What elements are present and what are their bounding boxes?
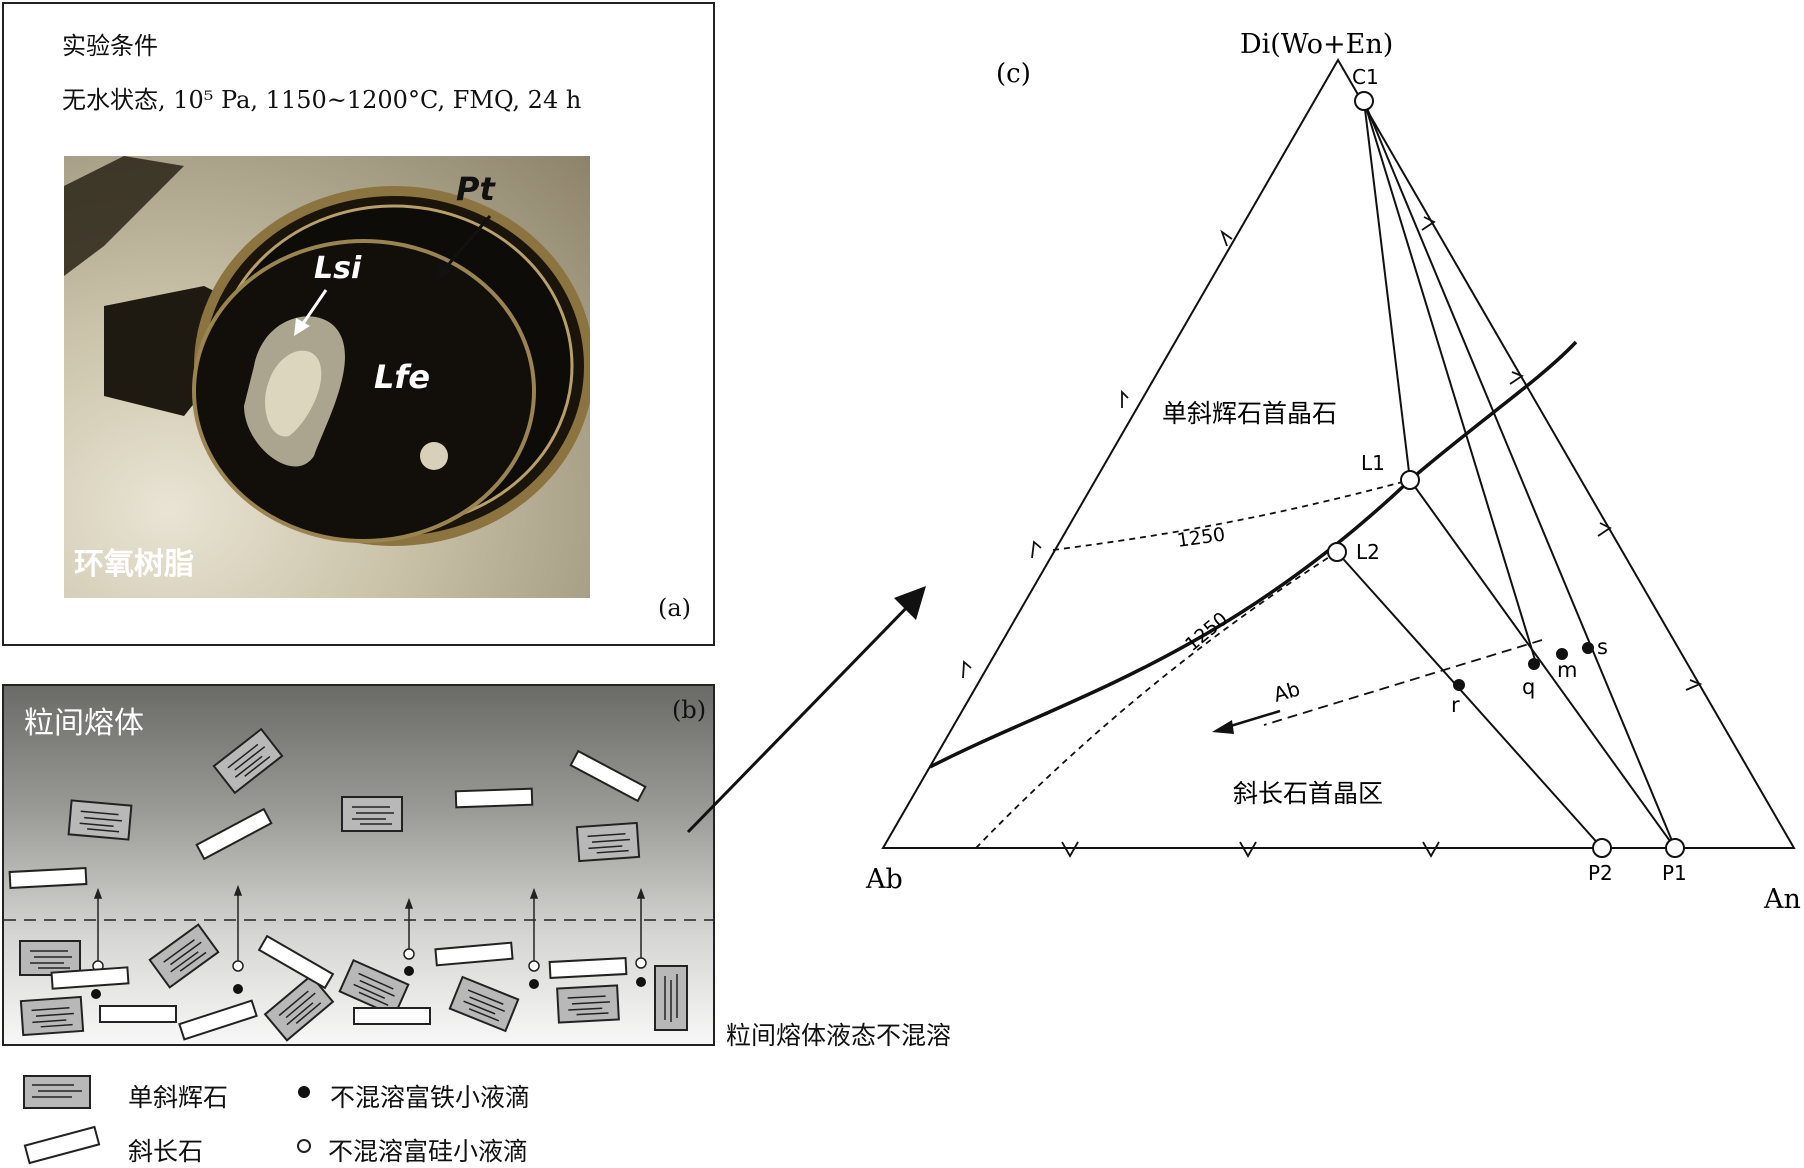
sample-photo: Pt Lsi Lfe 环氧树脂 [64,156,590,598]
point-l2 [1327,542,1347,562]
plagioclase-crystal [178,999,258,1041]
clinopyroxene-crystal [19,940,81,976]
r-label: r [1451,693,1460,717]
legend: 单斜辉石 斜长石 不混溶富铁小液滴 不混溶富硅小液滴 [0,1058,720,1168]
point-l1 [1400,470,1420,490]
panel-a-label: (a) [658,594,692,622]
point-s [1582,642,1594,654]
composition-line [1263,639,1543,726]
clinopyroxene-crystal [19,995,85,1037]
plagioclase-crystal [454,787,534,809]
c1-label: C1 [1352,65,1379,89]
m-label: m [1557,658,1577,682]
apex-top-label: Di(Wo+En) [1240,29,1393,60]
link-arrow [686,586,926,834]
resin-label: 环氧树脂 [74,547,194,582]
lfe-label: Lfe [374,358,430,396]
legend-fe-droplet-label: 不混溶富铁小液滴 [330,1083,531,1112]
plagioclase-crystal [258,935,334,989]
point-r [1453,679,1465,691]
point-p2 [1592,838,1612,858]
legend-symbols [23,1075,311,1165]
plagioclase-crystal [99,1005,177,1023]
legend-clinopyroxene-label: 单斜辉石 [128,1083,229,1112]
clinopyroxene-crystal [654,965,688,1031]
legend-si-droplet-symbol [297,1139,311,1153]
legend-plagioclase-label: 斜长石 [128,1137,204,1166]
point-p1 [1665,838,1685,858]
plagioclase-crystal [434,941,514,967]
si-droplets [92,948,647,972]
composition-arrow-label: Ab [1271,676,1303,706]
point-q [1528,658,1540,670]
plagioclase-crystal [195,808,273,860]
clinopyroxene-crystal [448,975,520,1033]
clinopyroxene-crystal [212,728,284,794]
isotherm-2 [975,551,1338,849]
point-c1 [1354,91,1374,111]
panel-b-label: (b) [672,696,707,724]
lsi-label: Lsi [314,251,362,286]
p1-label: P1 [1662,861,1687,885]
plagioclase-crystal [8,867,88,889]
isotherm-1-label: 1250 [1176,523,1227,552]
legend-clinopyroxene-symbol [23,1075,91,1109]
experiment-conditions: 无水状态, 10⁵ Pa, 1150~1200°C, FMQ, 24 h [62,86,582,114]
clinopyroxene-crystal [556,984,620,1024]
panel-b: 粒间熔体 (b) [2,684,715,1046]
clinopyroxene-crystal [67,799,133,841]
plagioclase-crystal [569,750,647,802]
legend-plagioclase-symbol [23,1125,101,1165]
isotherm-2-label: 1250 [1181,608,1232,656]
p2-label: P2 [1588,861,1613,885]
sample-photo-drawing: Pt Lsi Lfe 环氧树脂 [64,156,590,582]
field-cpx-label: 单斜辉石首晶石 [1162,399,1337,428]
apex-left-label: Ab [865,864,903,895]
panel-b-caption: 粒间熔体液态不混溶 [726,1021,952,1050]
q-label: q [1522,675,1535,699]
legend-si-droplet-label: 不混溶富硅小液滴 [328,1137,529,1166]
point-m [1556,648,1568,660]
s-label: s [1597,635,1608,659]
clinopyroxene-crystal [341,796,403,832]
l1-label: L1 [1361,451,1385,475]
panel-c-label: (c) [996,59,1031,89]
panel-b-drawing [4,728,713,1042]
apex-right-label: An [1763,884,1801,915]
pt-label: Pt [456,170,496,208]
panel-c-ternary: 1250 1250 Ab C1 L1 L2 P2 P1 r q m s Di(W… [865,29,1801,915]
field-plag-label: 斜长石首晶区 [1233,779,1383,808]
plagioclase-crystal [548,957,628,979]
panel-b-title: 粒间熔体 [24,706,144,741]
legend-fe-droplet-symbol [298,1086,310,1098]
fe-droplets [91,966,646,999]
panel-a: 实验条件 无水状态, 10⁵ Pa, 1150~1200°C, FMQ, 24 … [2,2,715,646]
clinopyroxene-crystal [148,923,220,989]
experiment-title: 实验条件 [62,32,158,60]
l2-label: L2 [1356,540,1380,564]
plagioclase-crystal [353,1007,431,1025]
clinopyroxene-crystal [575,821,641,863]
ternary-triangle [881,58,1796,849]
